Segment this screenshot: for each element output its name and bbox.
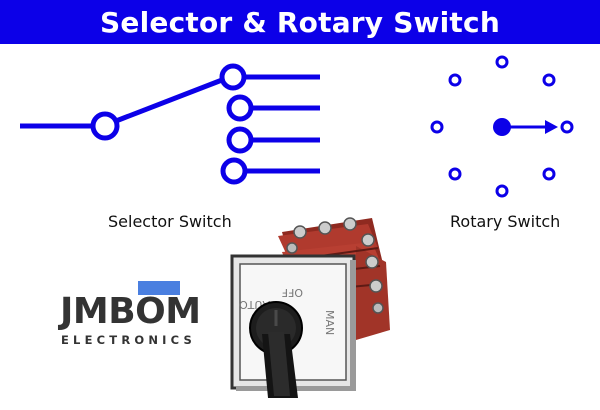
title-banner: Selector & Rotary Switch (0, 0, 600, 44)
rotary-pointer-arrowhead (545, 120, 558, 134)
rotary-contact-top (495, 55, 509, 69)
logo-accent-bar (138, 281, 180, 295)
terminal-screws (286, 217, 384, 314)
rotary-contact-bottom (495, 184, 509, 198)
dial-label-man: MAN (323, 310, 336, 335)
rotary-switch-photo: OFF AUTO MAN (230, 217, 390, 398)
rotary-switch-diagram (430, 55, 574, 198)
contact-terminal-1 (219, 63, 247, 91)
contact-terminal-4 (220, 157, 248, 185)
contact-terminal-3 (226, 126, 254, 154)
logo-tagline: ELECTRONICS (61, 333, 196, 347)
rotary-contact-right (560, 120, 574, 134)
rotary-switch-label: Rotary Switch (450, 212, 561, 231)
rotary-contact-top-right (542, 73, 556, 87)
selector-knob[interactable] (249, 301, 303, 398)
contact-terminal-2 (226, 94, 254, 122)
dial-label-off: OFF (282, 286, 303, 299)
rotary-contact-bottom-left (448, 167, 462, 181)
rotary-contact-left (430, 120, 444, 134)
page-title: Selector & Rotary Switch (100, 5, 500, 39)
logo-name: JMBOM (60, 291, 201, 332)
common-terminal (90, 111, 120, 141)
selector-switch-label: Selector Switch (108, 212, 232, 231)
rotary-contact-bottom-right (542, 167, 556, 181)
selector-switch-diagram (20, 63, 320, 185)
switch-arm (115, 77, 223, 124)
rotary-contact-top-left (448, 73, 462, 87)
rotary-center-pivot (493, 118, 511, 136)
